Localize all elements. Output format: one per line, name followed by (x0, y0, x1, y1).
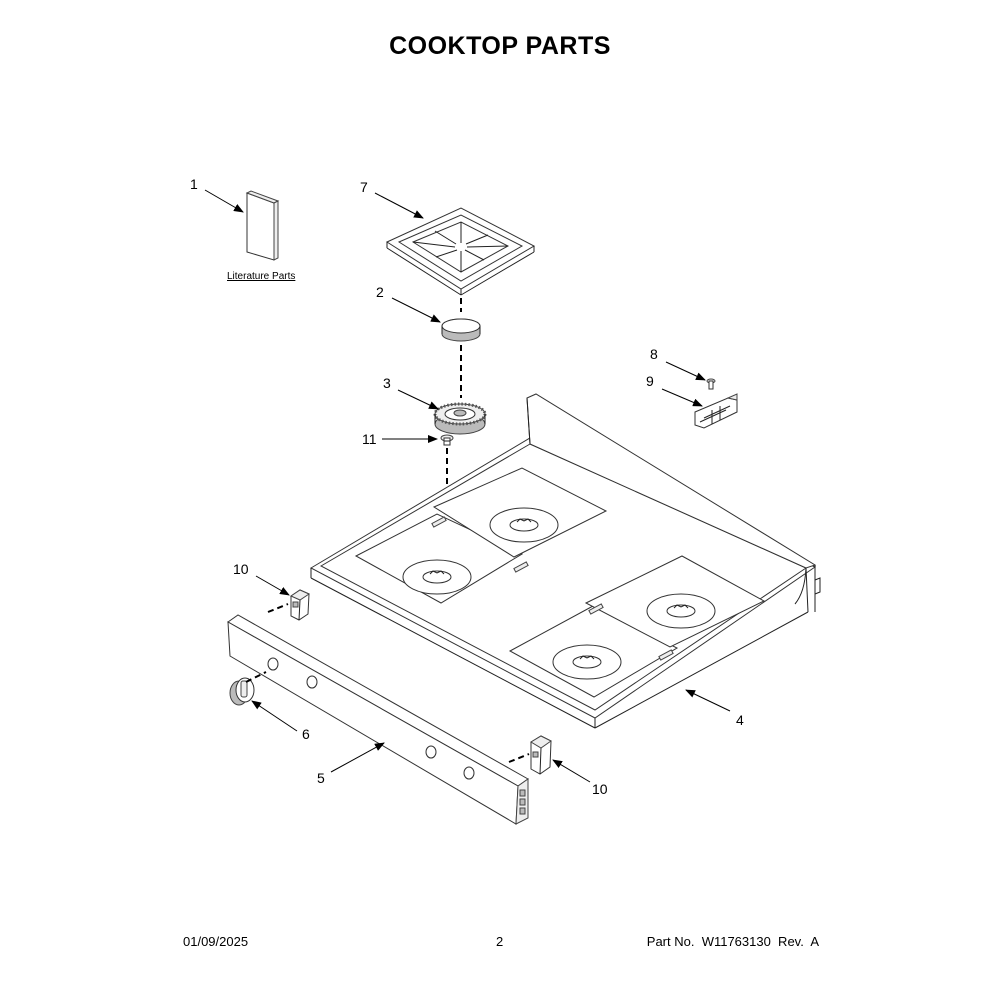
manifold-panel[interactable] (227, 614, 529, 825)
footer-page-number: 2 (496, 934, 504, 949)
manifold-clip-right[interactable] (530, 735, 552, 775)
footer-part-number: Part No. W11763130 Rev. A (646, 934, 819, 949)
callout-7: 7 (360, 179, 368, 195)
page-title: COOKTOP PARTS (389, 32, 611, 60)
callout-8: 8 (650, 346, 658, 362)
control-knob[interactable] (229, 677, 255, 706)
literature-booklet[interactable] (245, 190, 280, 261)
manifold-clip-left[interactable] (289, 589, 311, 621)
rear-bracket-screw[interactable] (706, 378, 716, 390)
literature-parts-label: Literature Parts (227, 271, 295, 282)
burner-screw[interactable] (440, 434, 454, 446)
callout-9: 9 (646, 373, 654, 389)
callout-1: 1 (190, 176, 198, 192)
burner-base[interactable] (433, 402, 487, 435)
callout-5: 5 (317, 770, 325, 786)
callout-2: 2 (376, 284, 384, 300)
callout-11: 11 (362, 431, 377, 447)
cooktop-main-top[interactable] (309, 393, 821, 729)
callout-4: 4 (736, 712, 744, 728)
callout-3: 3 (383, 375, 391, 391)
burner-cap[interactable] (441, 318, 481, 342)
callout-10-right: 10 (592, 781, 608, 797)
footer-date: 01/09/2025 (183, 934, 249, 949)
callout-6: 6 (302, 726, 310, 742)
callout-10-left: 10 (233, 561, 249, 577)
rear-bracket[interactable] (694, 393, 738, 429)
burner-grate[interactable] (385, 207, 536, 296)
